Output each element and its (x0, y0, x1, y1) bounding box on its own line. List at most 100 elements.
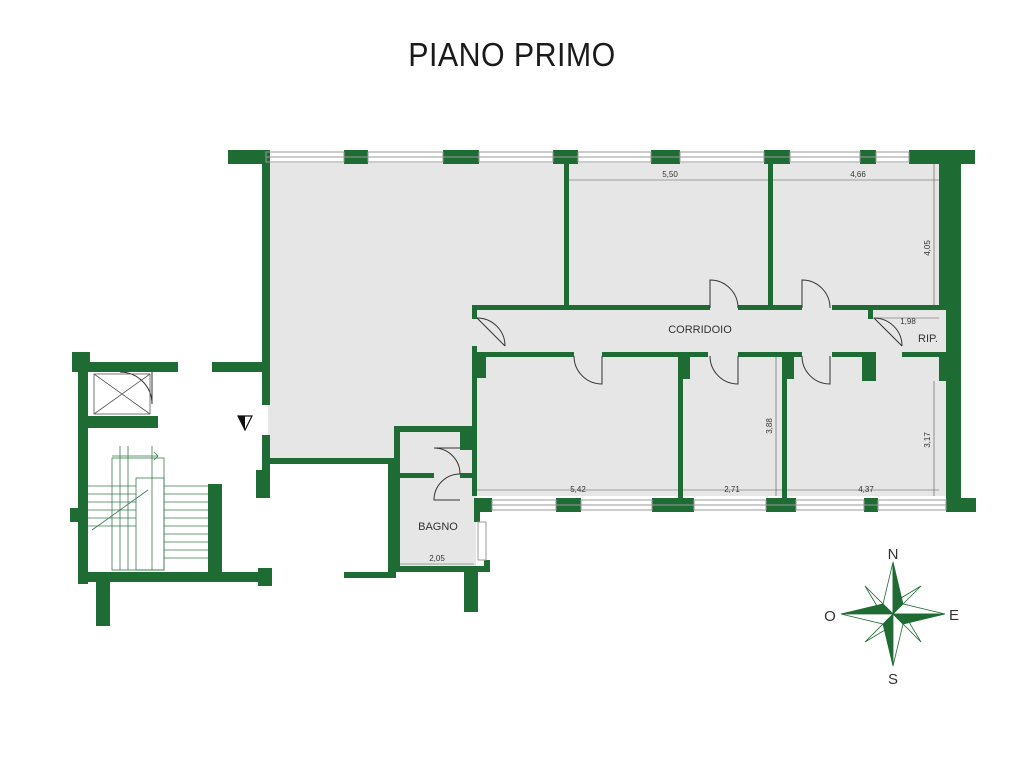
wall-top-8 (909, 150, 975, 164)
door-landing (119, 371, 153, 405)
door-corridor-left (476, 317, 506, 347)
window-bath (477, 521, 487, 561)
wall-partition-g (939, 357, 946, 381)
storage-label: RIP. (918, 333, 938, 345)
wall-landing-top (212, 362, 264, 372)
wall-partition-d-block (678, 357, 690, 379)
stair-landing-outline (135, 477, 165, 571)
door-top-right (801, 279, 831, 309)
wall-corridor-bottom-1 (474, 352, 574, 357)
wall-bath-left (394, 426, 400, 572)
wall-right (946, 150, 961, 512)
wall-partition-a (564, 163, 569, 307)
wall-storage (868, 305, 873, 319)
wall-stair-top-2 (72, 362, 178, 372)
wall-corridor-bottom-2 (602, 352, 708, 357)
wall-stair-left-stub (70, 508, 80, 522)
entrance-arrow-icon (237, 415, 253, 432)
bathroom-label: BAGNO (418, 521, 458, 533)
wall-bath-stub-1 (460, 430, 476, 450)
page-title: PIANO PRIMO (408, 36, 616, 73)
dim-storage-width: 1,98 (900, 317, 916, 326)
wall-left-open-space-stub (256, 470, 270, 498)
wall-corridor-bottom-3 (738, 352, 802, 357)
wall-stair-left-base (96, 582, 110, 626)
lift-shaft-outline (93, 373, 151, 415)
room-top-middle-floor (568, 163, 772, 309)
wall-partition-e-block (782, 357, 794, 379)
compass-west-label: O (824, 608, 836, 625)
wall-corridor-top-2 (738, 305, 802, 310)
wall-stair-top (72, 352, 90, 364)
compass-east-label: E (949, 607, 959, 624)
wall-partition-e (782, 357, 787, 498)
dim-bottom-right-depth: 3,17 (923, 432, 932, 448)
wall-bath-middle-right (460, 473, 476, 478)
compass-e-bottom (892, 613, 946, 625)
staircase (88, 446, 208, 571)
wall-corridor-left-block (474, 356, 486, 378)
door-bottom-right (801, 355, 831, 385)
door-top-middle (709, 279, 739, 309)
wall-stair-right (208, 484, 222, 576)
wall-corridor-bottom-4 (832, 352, 876, 357)
room-top-right-floor (772, 163, 948, 309)
room-bottom-left-floor (476, 356, 682, 496)
doors (119, 279, 903, 501)
wall-bath-bottom (394, 566, 490, 572)
wall-left-open-space-lower (262, 435, 270, 470)
lift-shaft-icon (93, 373, 151, 415)
compass-north-label: N (888, 546, 899, 563)
door-bath-2 (433, 473, 461, 501)
compass-south-label: S (888, 671, 898, 688)
wall-stair-mid (82, 416, 158, 428)
wall-bath-foot (464, 570, 478, 612)
wall-partition-b (768, 163, 773, 307)
wall-bath-right (474, 498, 480, 522)
dim-bottom-right-width: 4,37 (858, 485, 874, 494)
compass-rose-icon (840, 561, 946, 667)
wall-stair-right-stub (258, 568, 272, 586)
floor-areas (268, 163, 948, 568)
wall-corridor-bottom-5 (902, 352, 946, 357)
door-bottom-left (573, 355, 603, 385)
room-bottom-middle-floor (682, 356, 786, 496)
door-bottom-middle (709, 355, 739, 385)
wall-bath-middle (398, 473, 434, 478)
wall-stair-left (78, 362, 88, 584)
wall-corridor-left (472, 305, 477, 319)
wall-partition-f-block (862, 357, 876, 381)
windows (265, 151, 947, 561)
dim-bath-width: 2,05 (429, 554, 445, 563)
wall-corridor-top-1 (474, 305, 710, 310)
door-bath-1 (433, 447, 461, 475)
wall-bath-top (394, 426, 476, 432)
wall-corridor-top-3 (832, 305, 946, 310)
dim-top-middle-width: 5,50 (662, 170, 678, 179)
wall-partition-c (939, 163, 946, 309)
compass-main-points (840, 561, 946, 667)
wall-corridor-left-lower (472, 346, 477, 496)
lift-cross-2 (93, 373, 151, 415)
dim-bottom-left-width: 5,42 (570, 485, 586, 494)
dim-bottom-middle-depth: 3,88 (765, 418, 774, 434)
dim-top-right-depth: 4,05 (923, 240, 932, 256)
door-storage (873, 317, 903, 347)
wall-bath-outer-left (388, 460, 396, 578)
wall-left-open-space (262, 150, 270, 405)
compass-w-bottom (840, 613, 894, 625)
walls (70, 150, 976, 626)
wall-stair-bottom (78, 572, 272, 582)
wall-partition-d (678, 357, 683, 498)
wall-top-1 (228, 150, 266, 164)
dim-top-right-width: 4,66 (850, 170, 866, 179)
entrance-arrow-fill (238, 416, 245, 430)
stair-arrow (112, 451, 159, 461)
wall-right-cap (946, 498, 976, 512)
wall-entry-bottom (344, 572, 396, 578)
corridor-label: CORRIDOIO (668, 324, 732, 336)
bathroom-floor (398, 428, 476, 568)
dim-bottom-middle-width: 2,71 (724, 485, 740, 494)
dimension-lines (400, 164, 939, 565)
